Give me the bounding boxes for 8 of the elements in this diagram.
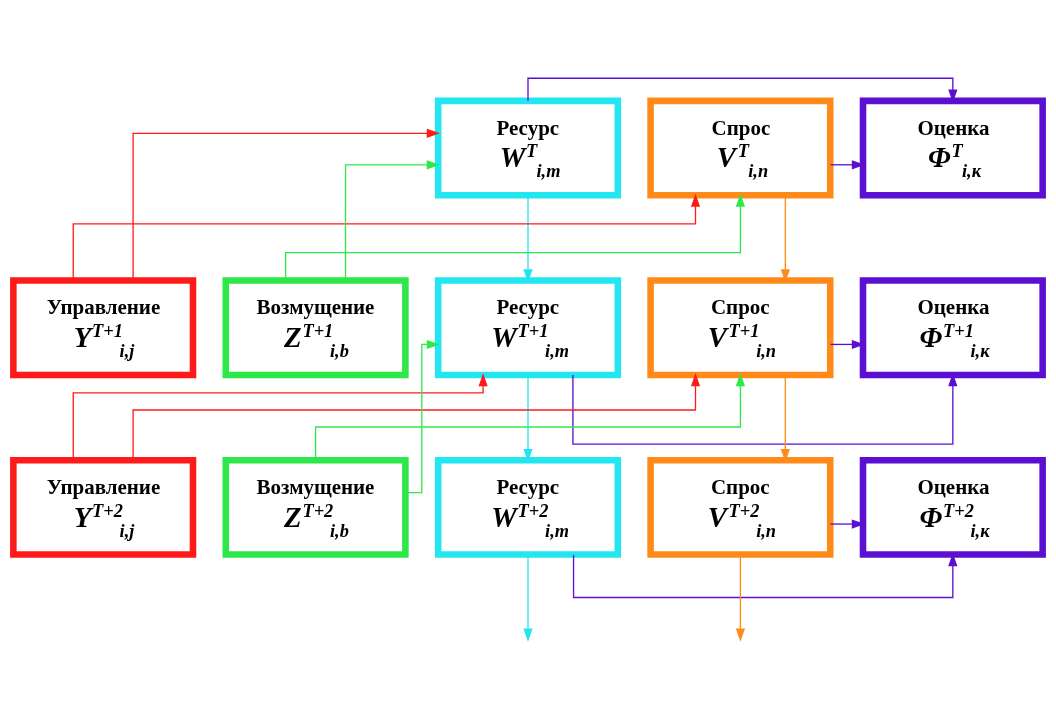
arrow [527, 77, 958, 103]
arrow [132, 128, 440, 281]
arrow [572, 373, 958, 445]
arrow [405, 339, 440, 494]
arrow [572, 553, 958, 599]
arrow [72, 193, 701, 281]
arrow [344, 160, 440, 281]
arrow [285, 193, 745, 281]
